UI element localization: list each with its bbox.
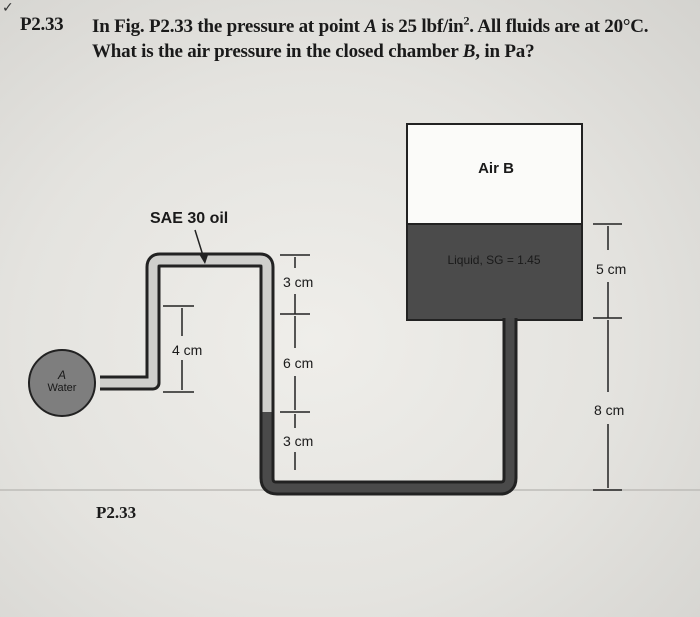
air-label: Air B: [478, 160, 514, 177]
problem-text-3: . All fluids are at 20°C. What is the ai…: [92, 16, 649, 62]
liquid-column: [262, 318, 515, 493]
problem-text-2: is 25 lbf/in: [376, 16, 464, 37]
dim-4cm-label: 4 cm: [172, 342, 202, 358]
check-mark-icon: ✓: [2, 0, 14, 16]
figure-caption: P2.33: [96, 503, 137, 522]
point-a-bulb: [28, 349, 96, 417]
exponent: 2: [463, 13, 470, 28]
liquid-region: [406, 223, 583, 321]
problem-text-4: , in Pa?: [475, 41, 535, 62]
dim-3cm-top-label: 3 cm: [283, 274, 313, 290]
water-label: Water: [48, 382, 77, 394]
problem-text-1: In Fig. P2.33 the pressure at point: [92, 16, 365, 37]
oil-column: [100, 255, 272, 412]
dim-5cm-label: 5 cm: [596, 261, 626, 277]
problem-statement: In Fig. P2.33 the pressure at point A is…: [92, 14, 682, 64]
chamber-b-ref: B: [462, 41, 476, 62]
air-chamber: [406, 123, 583, 225]
point-a-ref: A: [364, 16, 377, 37]
point-a-label: A: [57, 368, 66, 382]
dim-8cm-label: 8 cm: [594, 402, 624, 418]
liquid-label: Liquid, SG = 1.45: [447, 253, 540, 267]
dim-3cm-bottom-label: 3 cm: [283, 433, 313, 449]
oil-arrow-head: [199, 254, 208, 264]
oil-label: SAE 30 oil: [150, 210, 228, 227]
dim-6cm-label: 6 cm: [283, 355, 313, 371]
problem-number: P2.33: [20, 14, 64, 35]
